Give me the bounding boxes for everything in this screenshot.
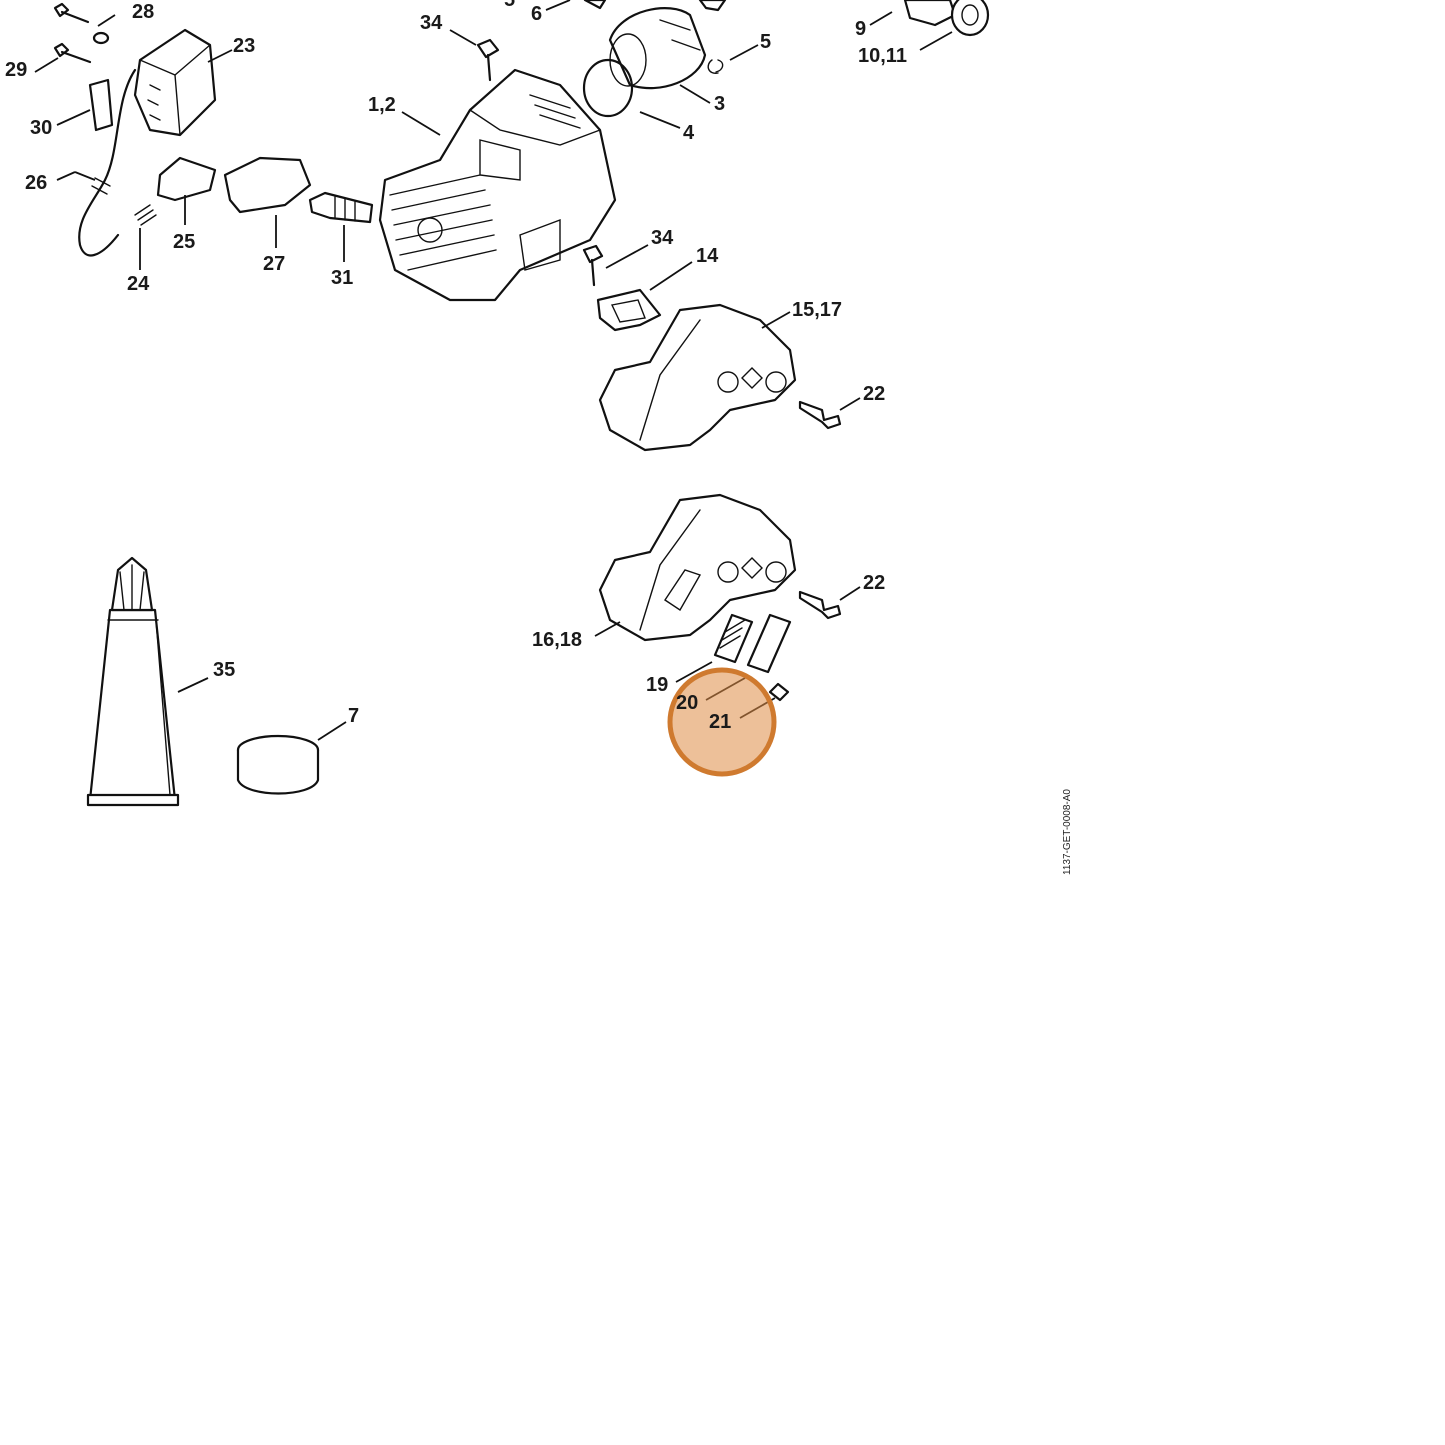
piston-part[interactable] [608,7,707,90]
circlip-part[interactable] [707,59,724,74]
bearing-part[interactable] [903,0,990,37]
screw-28-part[interactable] [53,2,90,24]
screw-21-part[interactable] [768,682,790,702]
callout-9[interactable]: 9 [855,18,866,40]
callout-26[interactable]: 26 [25,172,47,194]
callout-31[interactable]: 31 [331,267,353,289]
callout-1-2[interactable]: 1,2 [368,94,396,116]
washer-28-part[interactable] [92,31,110,45]
callout-10-11[interactable]: 10,11 [858,45,907,67]
callout-34-upper[interactable]: 34 [420,12,443,34]
screw-34-upper-part[interactable] [476,38,500,82]
highlight-marker [667,667,777,777]
gasket-part[interactable] [596,288,662,332]
grease-tube-part[interactable] [86,556,180,807]
spark-plug-part[interactable] [308,191,374,224]
callout-21[interactable]: 21 [709,711,731,733]
screw-34-lower-part[interactable] [582,244,604,287]
callout-14[interactable]: 14 [696,245,719,267]
muffler-upper-part[interactable] [598,303,797,452]
cylinder-part[interactable] [378,68,617,302]
callout-5[interactable]: 5 [760,31,771,53]
spring-part[interactable] [134,204,157,226]
short-circuit-wire-part[interactable] [88,78,114,132]
piston-ring-part[interactable] [582,58,634,118]
callout-4[interactable]: 4 [683,122,695,144]
callout-16-18[interactable]: 16,18 [532,629,582,651]
muffler-lower-part[interactable] [598,493,797,642]
spark-plug-boot-part[interactable] [156,156,217,202]
callout-29[interactable]: 29 [5,59,27,81]
screw-22-upper-part[interactable] [798,400,842,430]
callout-30[interactable]: 30 [30,117,52,139]
callout-19[interactable]: 19 [646,674,668,696]
cover-part[interactable] [746,613,792,674]
spark-arresting-screen-part[interactable] [713,613,754,664]
callout-6[interactable]: 6 [531,3,542,25]
callout-20[interactable]: 20 [676,692,698,714]
protective-tube-part[interactable] [223,156,312,214]
callout-35[interactable]: 35 [213,659,235,681]
drawing-code: 1137-GET-0008-A0 [1062,789,1073,875]
callout-24[interactable]: 24 [127,273,150,295]
ignition-module-part[interactable] [133,28,217,137]
callout-top-fragment[interactable]: 5 [504,0,515,11]
callout-22-lower[interactable]: 22 [863,572,885,594]
callout-34-lower[interactable]: 34 [651,227,674,249]
part-top-fragment[interactable] [698,0,727,12]
callout-3[interactable]: 3 [714,93,725,115]
callout-23[interactable]: 23 [233,35,255,57]
callout-25[interactable]: 25 [173,231,195,253]
screw-22-lower-part[interactable] [798,590,842,620]
screw-29-part[interactable] [53,42,92,64]
callout-28[interactable]: 28 [132,1,154,23]
callout-7[interactable]: 7 [348,705,359,727]
callout-27[interactable]: 27 [263,253,285,275]
callout-15-17[interactable]: 15,17 [792,299,842,321]
ring-part[interactable] [236,734,320,795]
callout-22-upper[interactable]: 22 [863,383,885,405]
ignition-lead-part[interactable] [78,68,137,257]
part-6-fragment[interactable] [583,0,607,10]
